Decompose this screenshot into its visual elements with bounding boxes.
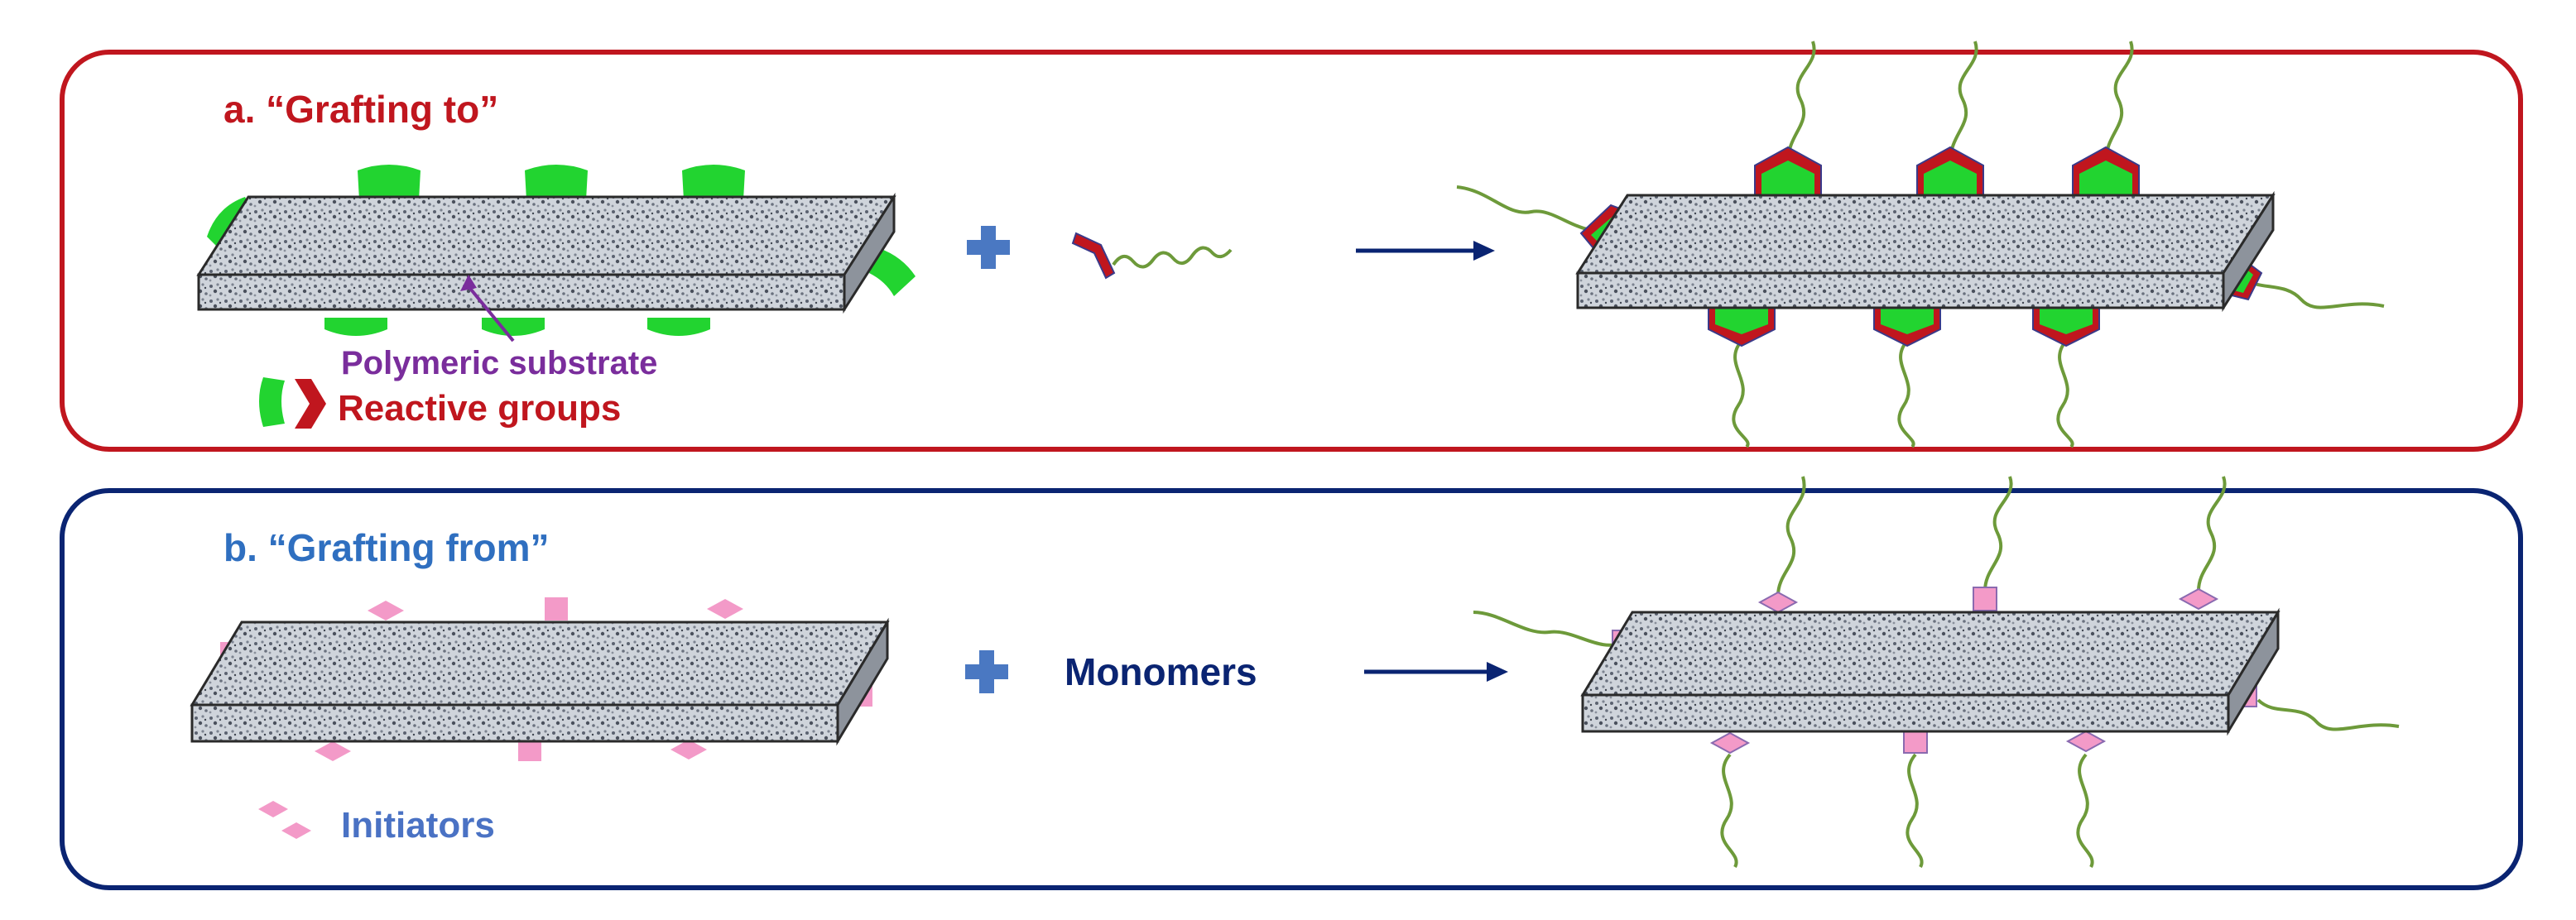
substrate-pointer-head-icon	[460, 275, 477, 291]
polymer-chains-a-right	[1456, 41, 2385, 448]
initiators-legend-icon	[258, 801, 311, 839]
panel-grafting-to	[60, 50, 2523, 452]
polymer-chains-b-right	[1473, 476, 2400, 868]
substrate-b-left	[190, 617, 890, 746]
substrate-a-right	[1575, 190, 2276, 313]
functional-polymer-icon	[1071, 232, 1233, 280]
reactive-groups-legend-icon	[259, 377, 326, 429]
substrate-label: Polymeric substrate	[341, 345, 657, 381]
panel-b-title: b. “Grafting from”	[223, 526, 550, 569]
plus-icon	[965, 650, 1008, 693]
substrate-b-right	[1580, 607, 2280, 736]
monomers-label: Monomers	[1065, 650, 1257, 693]
reactive-groups-label: Reactive groups	[338, 388, 621, 429]
reaction-arrow-a	[1356, 241, 1495, 261]
substrate-pointer	[466, 284, 515, 343]
panel-grafting-from	[60, 488, 2523, 890]
initiators-label: Initiators	[341, 805, 495, 846]
reaction-arrow-b	[1364, 662, 1508, 682]
substrate-a-left	[196, 192, 896, 314]
panel-a-title: a. “Grafting to”	[223, 88, 498, 131]
plus-icon	[967, 226, 1010, 269]
